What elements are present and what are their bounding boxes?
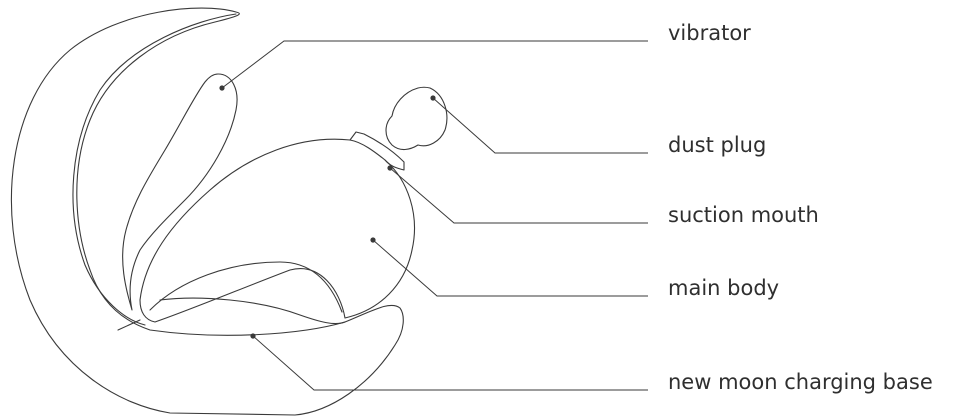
label-main-body: main body — [668, 276, 780, 300]
leader-vibrator — [219, 40, 648, 91]
label-charging-base: new moon charging base — [668, 370, 933, 394]
leader-main-body — [370, 237, 648, 297]
suction-mouth-outline — [349, 131, 405, 171]
leader-suction-mouth — [387, 165, 648, 224]
leader-dust-plug — [430, 95, 648, 154]
dust-plug-outline — [385, 86, 448, 151]
leader-charging-base — [250, 333, 648, 391]
vibrator-outline — [122, 73, 238, 311]
label-suction-mouth: suction mouth — [668, 203, 819, 227]
main-body-outline — [139, 138, 415, 325]
label-dust-plug: dust plug — [668, 133, 767, 157]
label-vibrator: vibrator — [668, 21, 751, 45]
charging-base-outline — [10, 7, 404, 416]
